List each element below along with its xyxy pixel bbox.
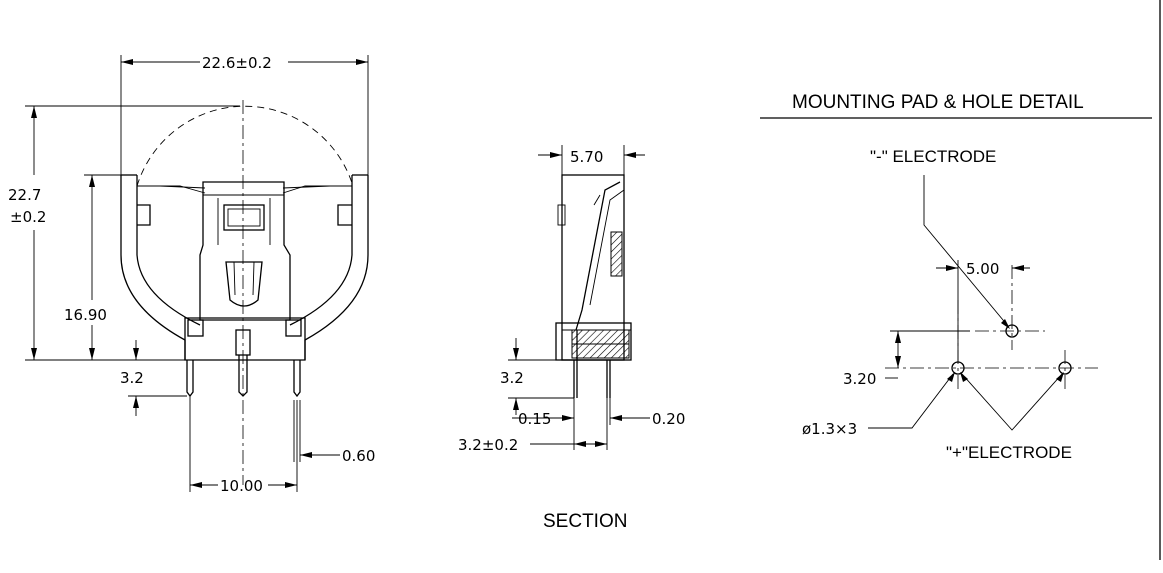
section-hatch-upper [610, 231, 623, 277]
height-tolerance: ±0.2 [10, 208, 46, 226]
mounting-detail-title: MOUNTING PAD & HOLE DETAIL [792, 92, 1084, 113]
negative-hole [1005, 324, 1019, 338]
center-pin [238, 355, 248, 397]
electrode-offset-dimension: 3.20 [843, 370, 876, 388]
pin-spacing-dimension: 10.00 [220, 477, 263, 495]
center-clip [199, 181, 291, 321]
negative-electrode-label: "-" ELECTRODE [870, 147, 996, 166]
clip-window [223, 204, 265, 231]
width-dimension: 22.6±0.2 [202, 54, 272, 72]
clip-tongue [225, 261, 263, 307]
right-notch [337, 204, 352, 226]
left-pin [186, 360, 194, 398]
coin-outline-dashed [136, 105, 354, 187]
section-spring [575, 181, 621, 331]
hole-size-callout: ø1.3×3 [802, 420, 857, 438]
center-post [235, 329, 251, 356]
front-view: 22.6±0.2 22.7 ±0.2 16.90 3.2 10.00 [8, 54, 375, 495]
holder-inner-arc-right [289, 175, 353, 326]
section-offset-dimension: 3.2±0.2 [458, 436, 518, 454]
section-dim-a: 0.15 [518, 410, 551, 428]
pin-width-dimension: 0.60 [342, 447, 375, 465]
mounting-detail: MOUNTING PAD & HOLE DETAIL "-" ELECTRODE… [760, 92, 1152, 462]
right-pin [293, 360, 301, 398]
height-dimension: 22.7 [8, 186, 41, 204]
positive-electrode-label: "+"ELECTRODE [946, 443, 1072, 462]
holder-base [184, 317, 306, 361]
section-view: 5.70 3.2 0.15 0.20 3.2±0.2 SECTION [458, 145, 685, 532]
holder-outer-arc [120, 175, 186, 360]
section-dim-b: 0.20 [652, 410, 685, 428]
top-contact-spring [137, 185, 352, 194]
left-notch [137, 204, 151, 226]
right-post [285, 319, 302, 337]
pin-length-dimension: 3.2 [120, 369, 144, 387]
holder-outer-arc-right [304, 175, 369, 360]
section-caption: SECTION [543, 511, 627, 532]
holder-inner-arc [136, 175, 201, 326]
left-post [187, 319, 204, 337]
positive-hole-right [1058, 361, 1072, 375]
body-height-dimension: 16.90 [64, 306, 107, 324]
section-pin-length-dimension: 3.2 [500, 369, 524, 387]
section-thickness-dimension: 5.70 [570, 148, 603, 166]
electrode-spacing-dimension: 5.00 [966, 260, 999, 278]
